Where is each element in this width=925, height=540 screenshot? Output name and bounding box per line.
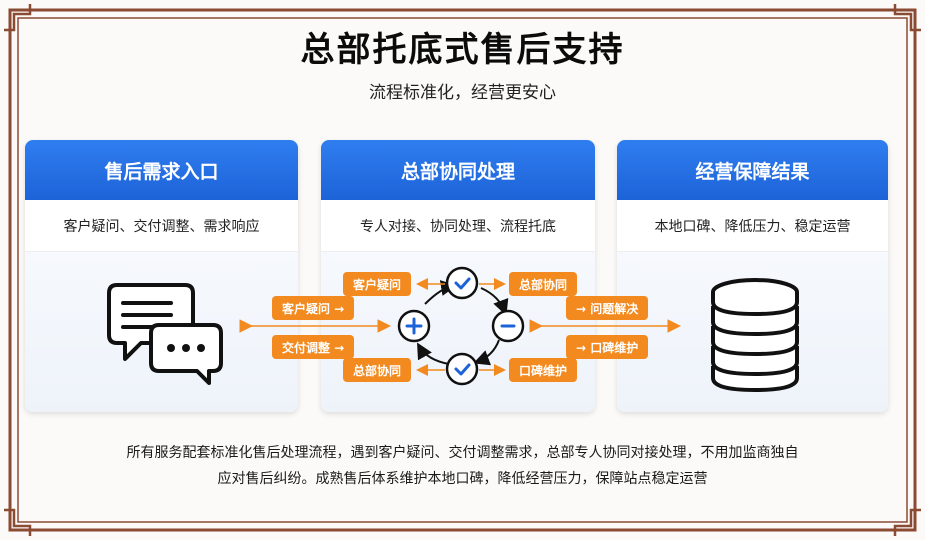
card-header: 经营保障结果 (617, 140, 888, 200)
flow-in-tag-question: 客户疑问 → (272, 296, 355, 320)
flow-in-tag-adjust: 交付调整 → (272, 335, 355, 359)
footer-description: 所有服务配套标准化售后处理流程，遇到客户疑问、交付调整需求，总部专人协同对接处理… (60, 440, 865, 492)
card-header: 总部协同处理 (321, 140, 595, 200)
card-description: 客户疑问、交付调整、需求响应 (25, 200, 298, 252)
page-title: 总部托底式售后支持 (300, 30, 625, 70)
database-stack-icon (711, 278, 799, 393)
card-header: 售后需求入口 (25, 140, 298, 200)
process-cycle-icon (397, 266, 525, 386)
card-illustration: 客户疑问 总部协同 总部协同 口碑维护 (321, 252, 595, 412)
card-business-result: 经营保障结果 本地口碑、降低压力、稳定运营 (617, 140, 888, 412)
card-after-sales-entry: 售后需求入口 客户疑问、交付调整、需求响应 (25, 140, 298, 412)
footer-line: 应对售后纠纷。成熟售后体系维护本地口碑，降低经营压力，保障站点稳定运营 (217, 471, 708, 487)
card-hq-collaboration: 总部协同处理 专人对接、协同处理、流程托底 (321, 140, 595, 412)
chat-bubbles-icon (107, 283, 223, 385)
footer-line: 所有服务配套标准化售后处理流程，遇到客户疑问、交付调整需求，总部专人协同对接处理… (126, 445, 799, 461)
cycle-tag-hq-collab: 总部协同 (509, 272, 578, 296)
cycle-tag-hq-collab: 总部协同 (343, 358, 412, 382)
card-illustration (25, 252, 298, 412)
cycle-tag-customer-question: 客户疑问 (343, 272, 412, 296)
card-illustration (617, 252, 888, 412)
flow-out-tag-reputation: → 口碑维护 (566, 335, 649, 359)
flow-out-tag-solved: → 问题解决 (566, 296, 649, 320)
card-description: 本地口碑、降低压力、稳定运营 (617, 200, 888, 252)
card-description: 专人对接、协同处理、流程托底 (321, 200, 595, 252)
cycle-tag-reputation: 口碑维护 (509, 358, 578, 382)
page-subtitle: 流程标准化，经营更安心 (369, 83, 556, 103)
